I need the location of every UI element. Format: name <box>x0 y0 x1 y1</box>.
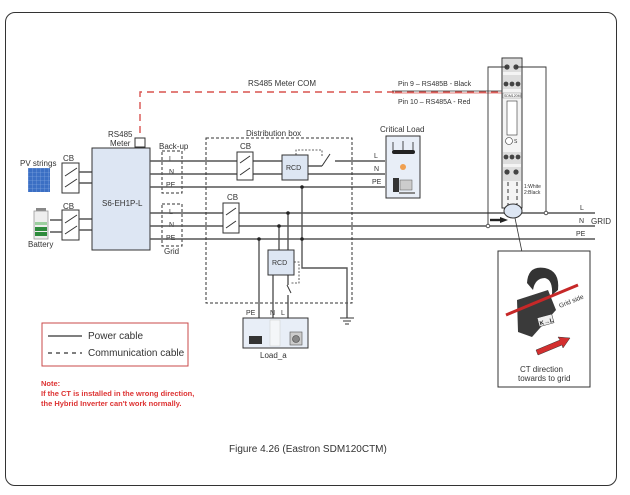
load-a-PE: PE <box>246 310 256 317</box>
critical-load-label: Critical Load <box>380 125 424 134</box>
rs485-meter-com-label: RS485 Meter COM <box>248 79 316 88</box>
hybrid-inverter <box>91 147 151 251</box>
note-title: Note: <box>41 379 60 388</box>
grid-label: GRID <box>591 217 611 226</box>
grid-line-N: N <box>579 218 584 225</box>
ct-clamp-illustration: K→L <box>505 267 579 337</box>
rs485-port-label-1: RS485 <box>108 130 133 139</box>
load-a-L: L <box>281 310 285 317</box>
pv-panel-icon <box>28 168 50 192</box>
figure-frame <box>5 12 617 486</box>
pv-strings-label: PV strings <box>20 159 56 168</box>
washing-machine-icon <box>289 331 303 346</box>
pv-cb-label: CB <box>63 154 74 163</box>
critical-N: N <box>374 166 379 173</box>
note-line-1: If the CT is installed in the wrong dire… <box>41 389 194 398</box>
grid-line-L: L <box>580 205 584 212</box>
rs485-port-label-2: Meter <box>110 139 131 148</box>
backup-PE: PE <box>166 182 176 189</box>
rs485-comm-cable <box>139 82 515 133</box>
grid-box-label: Grid <box>164 247 179 256</box>
grid-line-PE: PE <box>576 231 586 238</box>
load-a-feed-lines <box>258 187 348 318</box>
ground-icon <box>340 317 354 325</box>
rcd-2 <box>267 249 295 276</box>
pv-circuit-breaker <box>61 162 80 194</box>
ct-direction-red-arrow <box>535 336 571 356</box>
battery-circuit-breaker <box>61 209 80 241</box>
grid-terminal-box <box>161 203 183 247</box>
rs485-port <box>134 137 146 148</box>
critical-PE: PE <box>372 179 382 186</box>
critical-L: L <box>374 153 378 160</box>
ct-wire-label-1: 1:White <box>524 184 541 190</box>
battery-cb-label: CB <box>63 202 74 211</box>
meter-model-label: SDM120M <box>504 94 521 98</box>
dist-circuit-breaker-1 <box>236 151 254 181</box>
legend-box <box>41 322 189 367</box>
distribution-box-label: Distribution box <box>246 129 301 138</box>
load-a-label: Load_a <box>260 351 287 360</box>
ct-sensor <box>503 203 523 219</box>
ct-direction-label-2: towards to grid <box>518 374 570 383</box>
light-bulb-icon <box>400 164 406 170</box>
energy-meter: SDM120M S <box>501 57 523 209</box>
legend-comm-label: Communication cable <box>88 348 185 359</box>
computer-icon <box>393 178 415 194</box>
backup-label: Back-up <box>159 142 189 151</box>
ct-kl-label: K→L <box>539 318 554 328</box>
backup-L: L <box>169 156 173 163</box>
note-line-2: the Hybrid Inverter can't work normally. <box>41 399 181 408</box>
backup-N: N <box>169 169 174 176</box>
rcd-1 <box>281 154 309 181</box>
dist-cb1-label: CB <box>240 142 251 151</box>
rcd-2-label: RCD <box>272 260 287 267</box>
pin10-label: Pin 10 – RS485A - Red <box>398 99 470 106</box>
ct-wire-label-2: 2:Black <box>524 190 541 196</box>
ct-direction-label-1: CT direction <box>520 365 563 374</box>
distribution-box <box>205 137 353 304</box>
legend-power-label: Power cable <box>88 331 143 342</box>
fridge-icon <box>269 319 281 347</box>
load-a-N: N <box>270 310 275 317</box>
pin9-label: Pin 9 – RS485B - Black <box>398 81 472 88</box>
backup-power-lines <box>150 160 385 188</box>
figure-caption: Figure 4.26 (Eastron SDM120CTM) <box>229 444 387 455</box>
rcd-1-label: RCD <box>286 165 301 172</box>
meter-s-label: S <box>514 139 518 145</box>
dist-cb2-label: CB <box>227 193 238 202</box>
tv-icon <box>249 336 262 344</box>
inverter-model-label: S6-EH1P-L <box>102 199 143 208</box>
router-icon <box>392 141 415 154</box>
dist-circuit-breaker-2 <box>222 202 240 234</box>
battery-label: Battery <box>28 240 53 249</box>
battery-icon <box>33 208 49 240</box>
grid-power-lines <box>150 212 595 240</box>
